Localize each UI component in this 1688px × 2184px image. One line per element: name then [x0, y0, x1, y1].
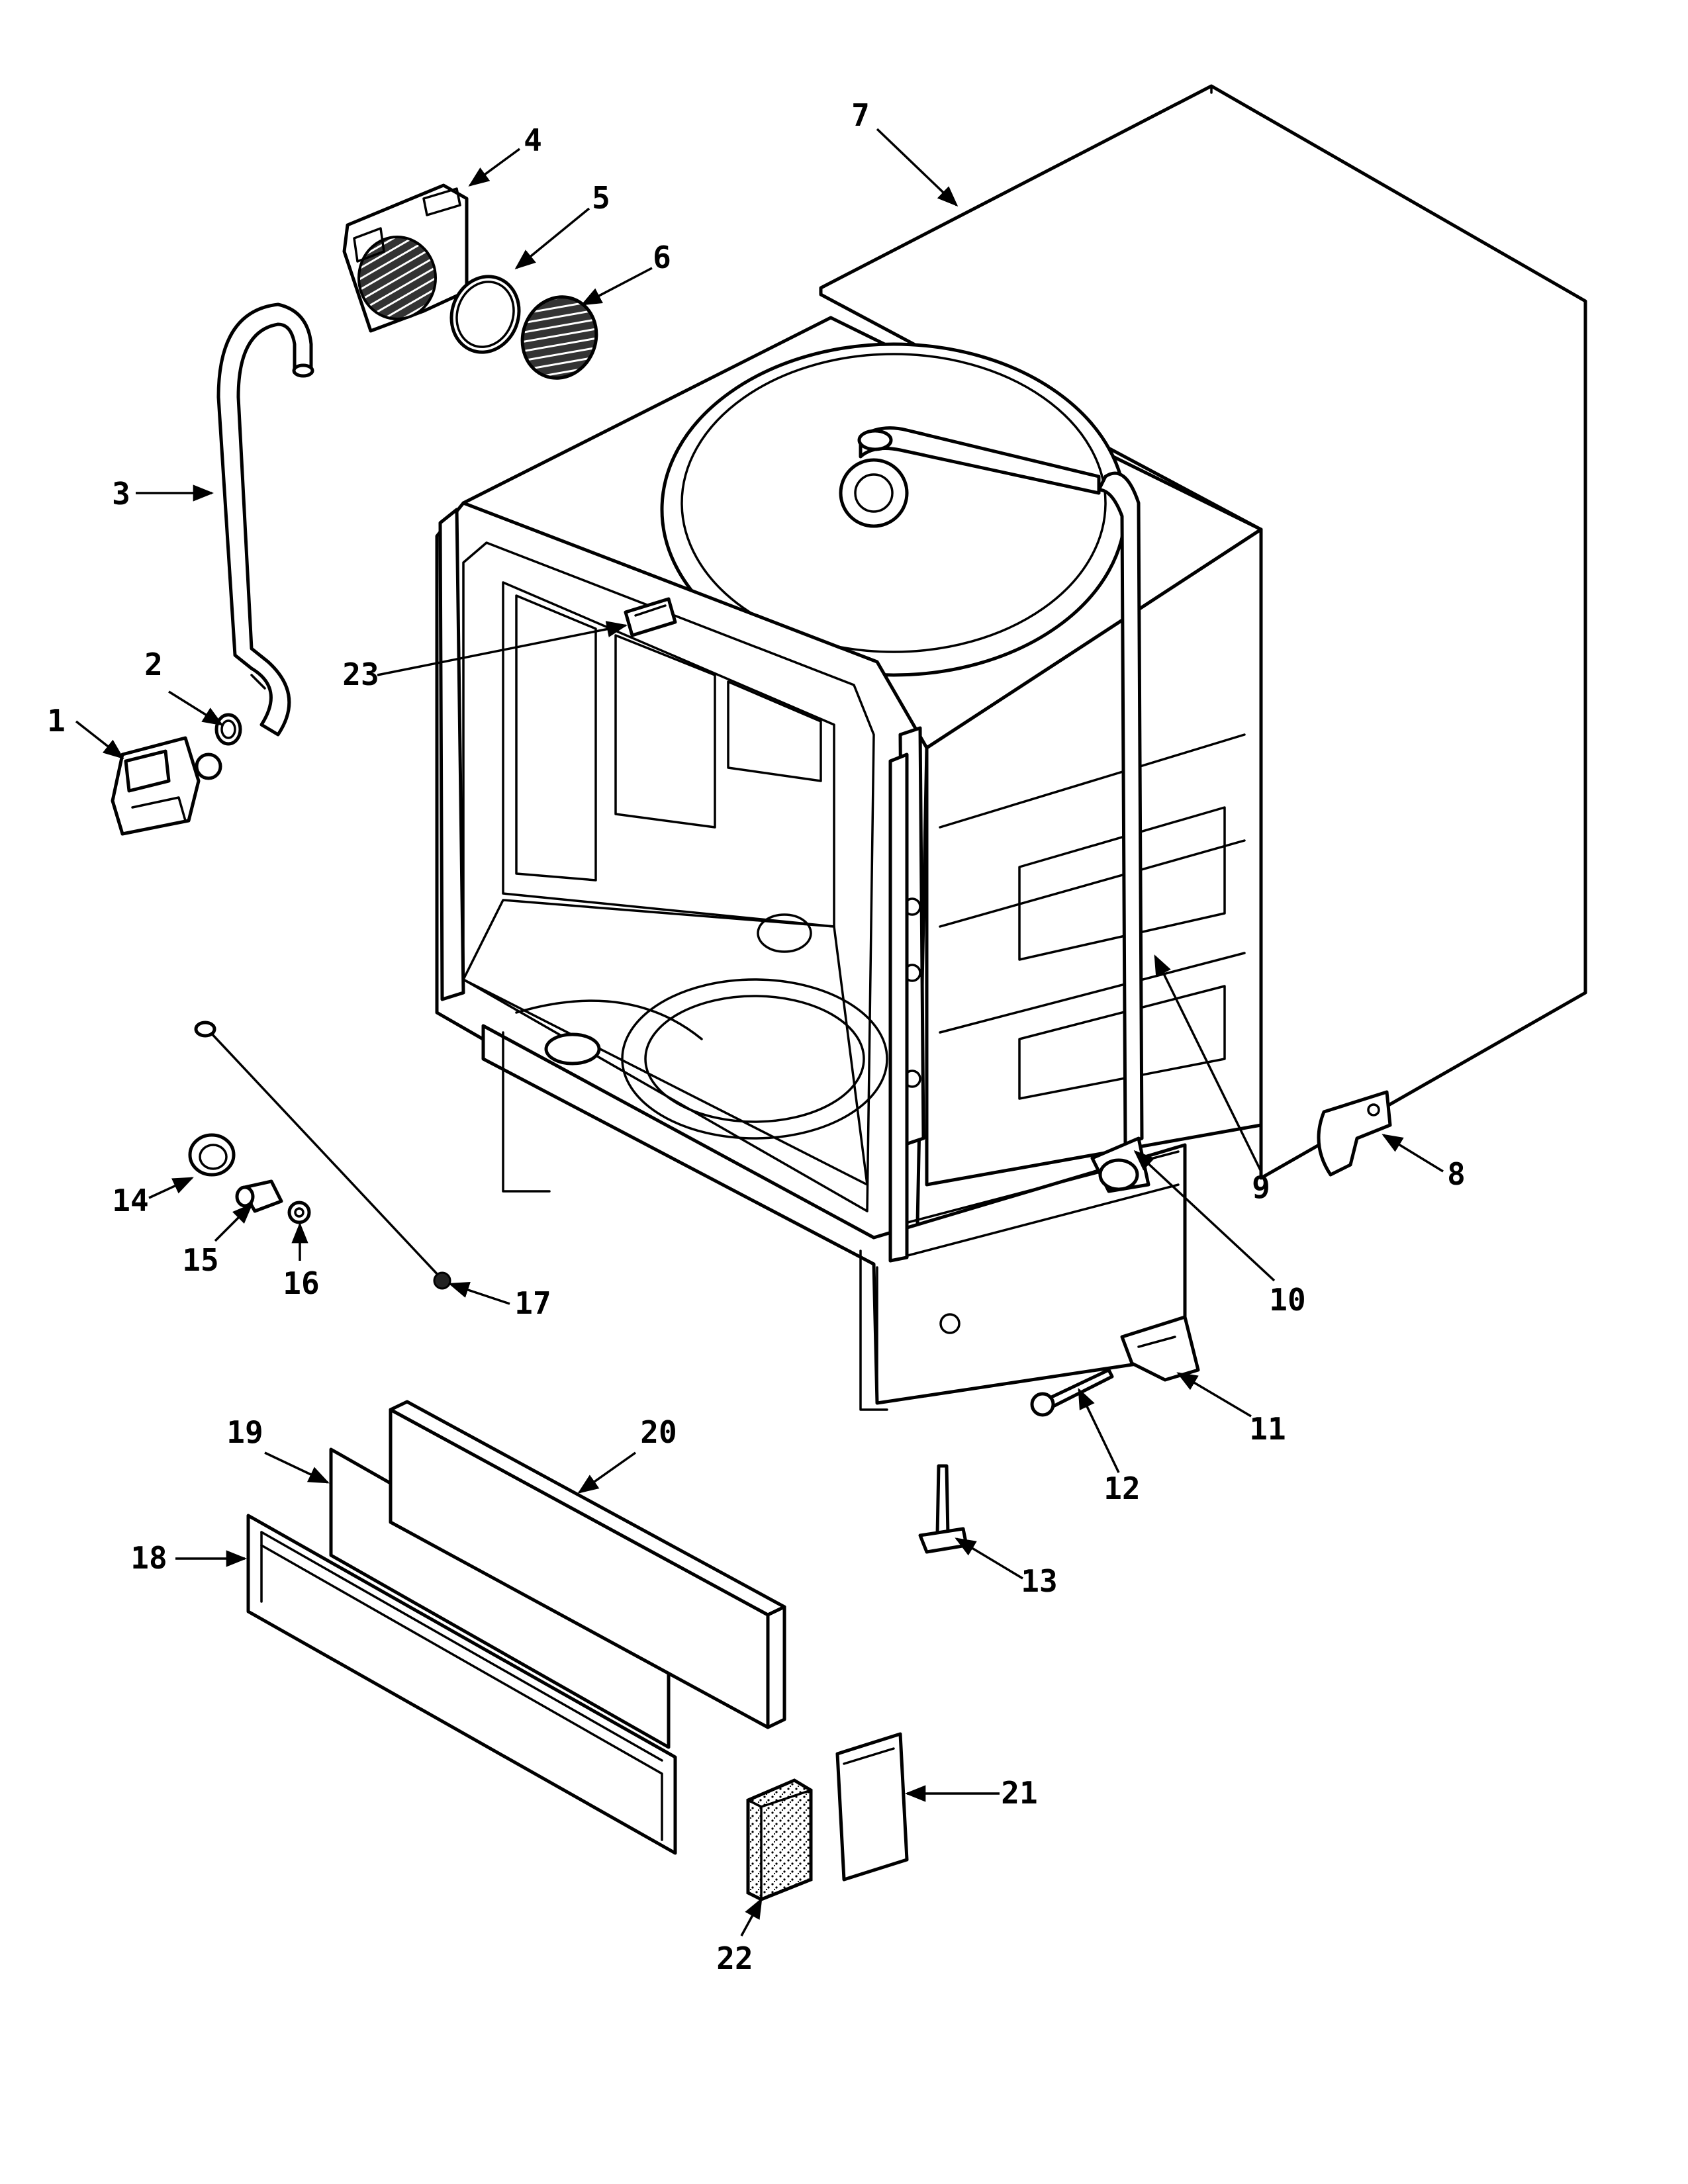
part-16-nut [287, 1201, 311, 1224]
callout-15: 15 [182, 1242, 218, 1278]
callout-7: 7 [851, 97, 870, 133]
callout-14: 14 [112, 1183, 148, 1218]
part-15-fitting [235, 1179, 283, 1213]
callout-17: 17 [514, 1285, 551, 1321]
callout-12: 12 [1103, 1471, 1140, 1506]
part-6-vent-grille [520, 295, 598, 380]
callout-21: 21 [1001, 1775, 1037, 1811]
callout-5: 5 [592, 180, 610, 216]
part-2-hose-clamp [214, 713, 242, 746]
callout-18: 18 [130, 1540, 167, 1576]
part-8-mounting-bracket [1317, 1090, 1392, 1177]
callout-22: 22 [716, 1940, 753, 1976]
callout-19: 19 [226, 1414, 263, 1450]
part-22-foam-block [746, 1778, 813, 1901]
part-20-toe-block [389, 1400, 786, 1729]
dishwasher-tub [435, 316, 1263, 1411]
part-10-inlet-fitting [1098, 1158, 1139, 1191]
callout-2: 2 [144, 647, 163, 682]
part-5-gasket [449, 275, 521, 354]
callout-8: 8 [1447, 1156, 1466, 1192]
part-17-wire [194, 1021, 451, 1290]
callout-9: 9 [1252, 1169, 1270, 1205]
callout-23: 23 [342, 657, 379, 692]
callout-4: 4 [524, 122, 542, 158]
callout-labels: 1 2 3 4 5 6 7 8 9 10 11 12 13 14 15 16 1… [47, 97, 1466, 1976]
part-18-toe-panel [246, 1514, 677, 1855]
callout-1: 1 [47, 703, 66, 739]
callout-10: 10 [1269, 1282, 1305, 1318]
callout-leaders [75, 128, 1444, 1936]
part-23-clip [624, 597, 677, 637]
part-14-cap [188, 1133, 236, 1177]
callout-16: 16 [283, 1265, 319, 1301]
callout-3: 3 [112, 476, 130, 512]
callout-11: 11 [1249, 1411, 1286, 1447]
part-13-leveling-leg [918, 1464, 968, 1554]
callout-20: 20 [640, 1414, 677, 1450]
part-1-water-valve [111, 736, 222, 836]
callout-13: 13 [1021, 1563, 1057, 1599]
callout-6: 6 [653, 240, 671, 275]
part-21-side-pad [835, 1732, 909, 1882]
part-3-fill-hose [216, 302, 314, 737]
part-4-vent-housing [342, 183, 469, 333]
